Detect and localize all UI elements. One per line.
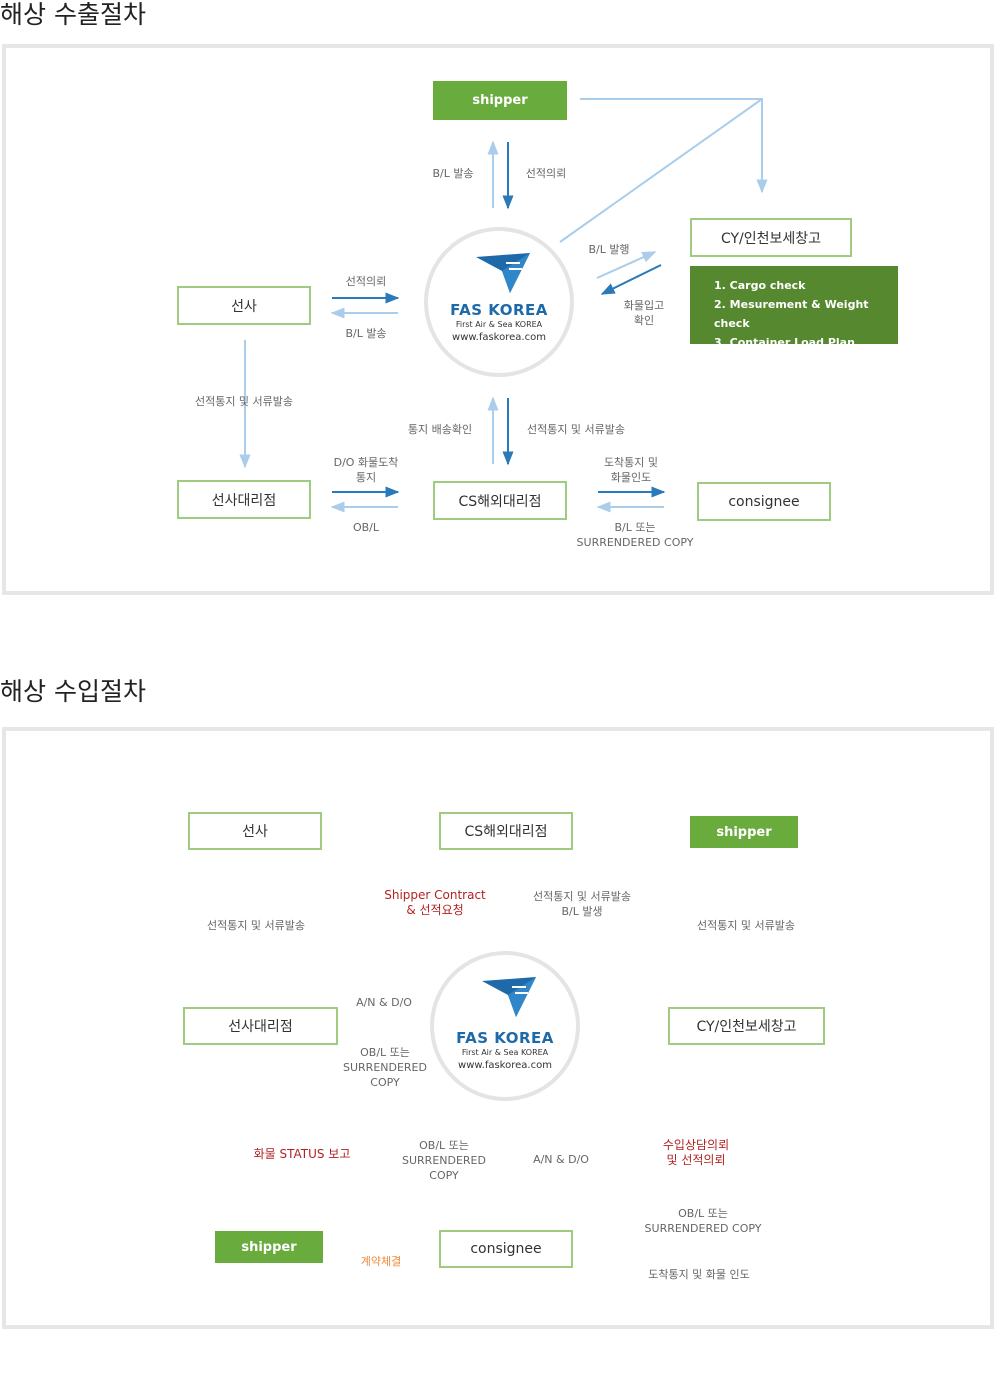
label-obl: OB/L [352,521,380,534]
label-do-arrival-line2: 통지 [355,471,377,484]
label-notice-bl-line2: B/L 발생 [561,905,603,918]
logo-subtitle: First Air & Sea KOREA [455,320,543,329]
arrow-cargo-in [600,264,662,295]
label-obl-mid: OB/L 또는 SURRENDERED COPY [398,1138,490,1183]
label-obl-mid-line1: OB/L 또는 [419,1139,469,1152]
node-shipper: shipper [433,81,567,120]
label-obl-or-line2: SURRENDERED [343,1061,427,1074]
label-notice-bl: 선적통지 및 서류발송 B/L 발생 [524,889,640,919]
label-notice-bl-line1: 선적통지 및 서류발송 [532,890,632,903]
label-notice-docs-right: 선적통지 및 서류발송 [526,423,626,436]
node-carrier: 선사 [177,286,311,325]
label-do-arrival: D/O 화물도착 통지 [326,455,406,485]
logo-url: www.faskorea.com [452,332,546,343]
faskorea-logo: FAS KOREA First Air & Sea KOREA www.fask… [424,227,574,377]
node-cs-agent: CS해외대리점 [433,481,567,520]
label-bl-send: B/L 발송 [432,167,474,180]
label-imp-notice-right: 선적통지 및 서류발송 [696,919,796,932]
arrow-shipper-cy [580,98,768,194]
node-imp-shipper-top: shipper [690,816,798,848]
label-cargo-in-line1: 화물입고 [623,299,665,312]
faskorea-logo: FAS KOREA First Air & Sea KOREA www.fask… [430,951,580,1101]
label-booking-carrier: 선적의뢰 [345,275,387,288]
faskorea-mark-icon [476,253,530,293]
label-obl-right-line2: SURRENDERED COPY [644,1222,762,1235]
label-arrival-line2: 화물인도 [610,471,652,484]
label-obl-or-left: OB/L 또는 SURRENDERED COPY [340,1045,430,1090]
label-shipper-contract: Shipper Contract & 선적요청 [380,888,490,918]
node-cy-warehouse: CY/인천보세창고 [690,218,852,257]
label-obl-or-line3: COPY [370,1076,400,1089]
node-imp-cy-warehouse: CY/인천보세창고 [668,1007,825,1045]
faskorea-mark-icon [482,977,536,1017]
node-imp-cs-agent: CS해외대리점 [439,812,573,850]
label-consult-line2: 및 선적의뢰 [666,1153,726,1167]
label-obl-mid-line3: COPY [429,1169,459,1182]
label-obl-or-line1: OB/L 또는 [360,1046,410,1059]
label-notice-docs-left: 선적통지 및 서류발송 [194,395,294,408]
label-obl-right-line1: OB/L 또는 [678,1207,728,1220]
label-booking: 선적의뢰 [525,167,567,180]
cy-check-item: 3. Container Load Plan [714,336,855,349]
label-notice-confirm: 통지 배송확인 [407,423,473,436]
node-imp-carrier-agent: 선사대리점 [183,1007,338,1045]
logo-brand: FAS KOREA [450,301,548,319]
label-obl-right: OB/L 또는 SURRENDERED COPY [638,1206,768,1236]
label-contract-sign: 계약체결 [360,1255,402,1268]
node-carrier-agent: 선사대리점 [177,480,311,519]
label-bl-send-carrier: B/L 발송 [345,327,387,340]
label-status-report: 화물 STATUS 보고 [253,1147,351,1161]
label-cargo-in-line2: 확인 [633,314,655,327]
cy-check-item: 1. Cargo check [714,279,806,292]
logo-subtitle: First Air & Sea KOREA [461,1048,549,1057]
label-contract-line2: & 선적요청 [406,903,464,917]
label-cargo-in: 화물입고 확인 [616,298,672,328]
label-bl-or-surrendered: B/L 또는 SURRENDERED COPY [570,520,700,550]
label-arrival: 도착통지 및 화물인도 [592,455,670,485]
node-consignee: consignee [697,482,831,521]
label-consult-line1: 수입상담의뢰 [662,1138,730,1152]
label-bl-or-line2: SURRENDERED COPY [576,536,694,549]
node-imp-shipper-bottom: shipper [215,1231,323,1263]
label-an-do-bottom: A/N & D/O [533,1153,589,1166]
label-contract-line1: Shipper Contract [384,888,486,902]
label-bl-issue: B/L 발행 [588,243,630,256]
label-bl-or-line1: B/L 또는 [614,521,656,534]
node-imp-carrier: 선사 [188,812,322,850]
logo-brand: FAS KOREA [456,1029,554,1047]
label-arrival-line1: 도착통지 및 [603,456,659,469]
export-title: 해상 수출절차 [0,0,146,29]
cy-check-item: 2. Mesurement & Weight check [714,298,869,330]
label-arrival-delivery: 도착통지 및 화물 인도 [648,1268,750,1281]
label-obl-mid-line2: SURRENDERED [402,1154,486,1167]
logo-url: www.faskorea.com [458,1060,552,1071]
label-do-arrival-line1: D/O 화물도착 [333,456,399,469]
node-imp-consignee: consignee [439,1230,573,1268]
import-title: 해상 수입절차 [0,677,146,706]
label-imp-notice-left: 선적통지 및 서류발송 [206,919,306,932]
arrow-bl-issue [596,251,657,279]
label-an-do-top: A/N & D/O [356,996,412,1009]
label-import-consult: 수입상담의뢰 및 선적의뢰 [654,1138,738,1168]
cy-check-list: 1. Cargo check 2. Mesurement & Weight ch… [690,266,898,349]
line-cy-center [559,98,763,243]
